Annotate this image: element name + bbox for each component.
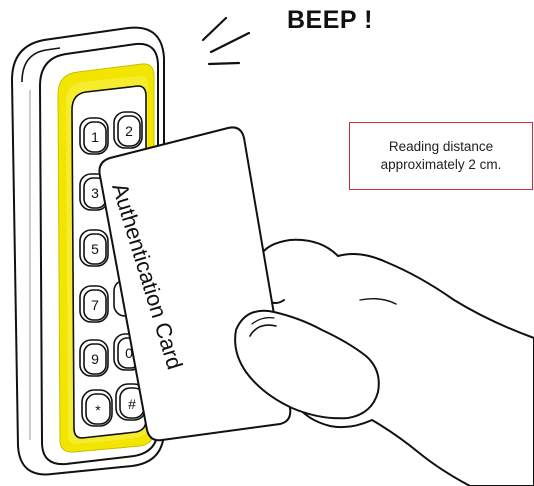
- reading-distance-callout: Reading distance approximately 2 cm.: [349, 122, 533, 190]
- svg-text:2: 2: [125, 123, 133, 139]
- key-9: 9: [80, 340, 108, 376]
- key-star: *: [82, 390, 112, 426]
- svg-text:*: *: [95, 402, 101, 418]
- svg-text:3: 3: [91, 185, 99, 201]
- svg-text:5: 5: [91, 241, 99, 257]
- key-5: 5: [80, 230, 108, 266]
- sound-lines: [203, 18, 249, 64]
- key-1: 1: [80, 118, 108, 154]
- svg-text:9: 9: [91, 351, 99, 367]
- svg-text:1: 1: [91, 129, 99, 145]
- key-7: 7: [80, 286, 108, 322]
- callout-line-1: Reading distance: [389, 138, 493, 156]
- beep-sound-label: BEEP !: [287, 6, 373, 35]
- svg-text:7: 7: [91, 297, 99, 313]
- callout-line-2: approximately 2 cm.: [381, 156, 502, 174]
- key-2: 2: [114, 112, 142, 148]
- svg-text:#: #: [128, 396, 136, 412]
